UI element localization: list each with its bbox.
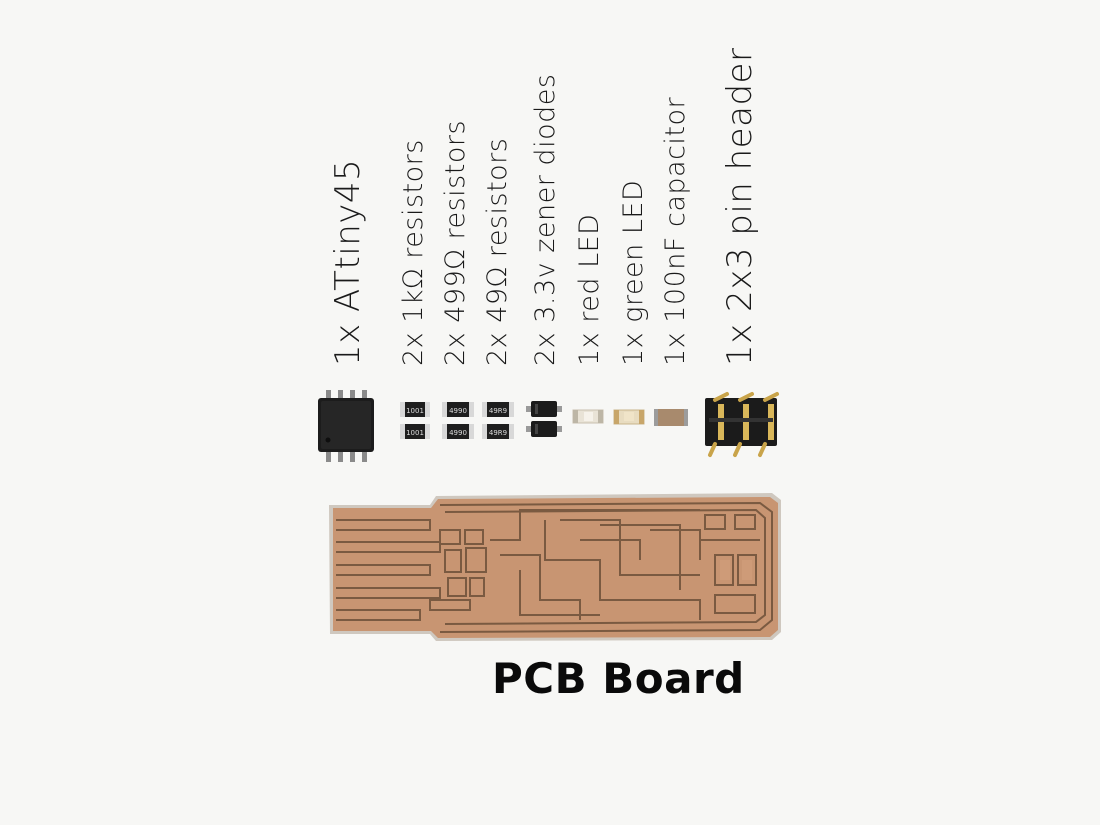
- capacitor-icon: [654, 409, 688, 426]
- resistor-499-code: 4990: [449, 407, 467, 415]
- resistor-49-code: 49R9: [489, 429, 507, 437]
- pin-header-icon: [705, 392, 779, 457]
- zener-diode-icon: [526, 401, 562, 437]
- resistor-49-icon: [482, 402, 514, 439]
- attiny45-chip-icon: [318, 390, 374, 462]
- resistor-49-code: 49R9: [489, 407, 507, 415]
- resistor-1k-code: 1001: [406, 407, 424, 415]
- resistor-1k-code: 1001: [406, 429, 424, 437]
- resistor-499-icon: [442, 402, 474, 439]
- green-led-icon: [613, 409, 645, 425]
- red-led-icon: [572, 409, 604, 424]
- resistor-1k-icon: [400, 402, 430, 439]
- pcb-board-icon: [329, 493, 781, 641]
- resistor-499-code: 4990: [449, 429, 467, 437]
- pcb-board-title: PCB Board: [492, 654, 745, 703]
